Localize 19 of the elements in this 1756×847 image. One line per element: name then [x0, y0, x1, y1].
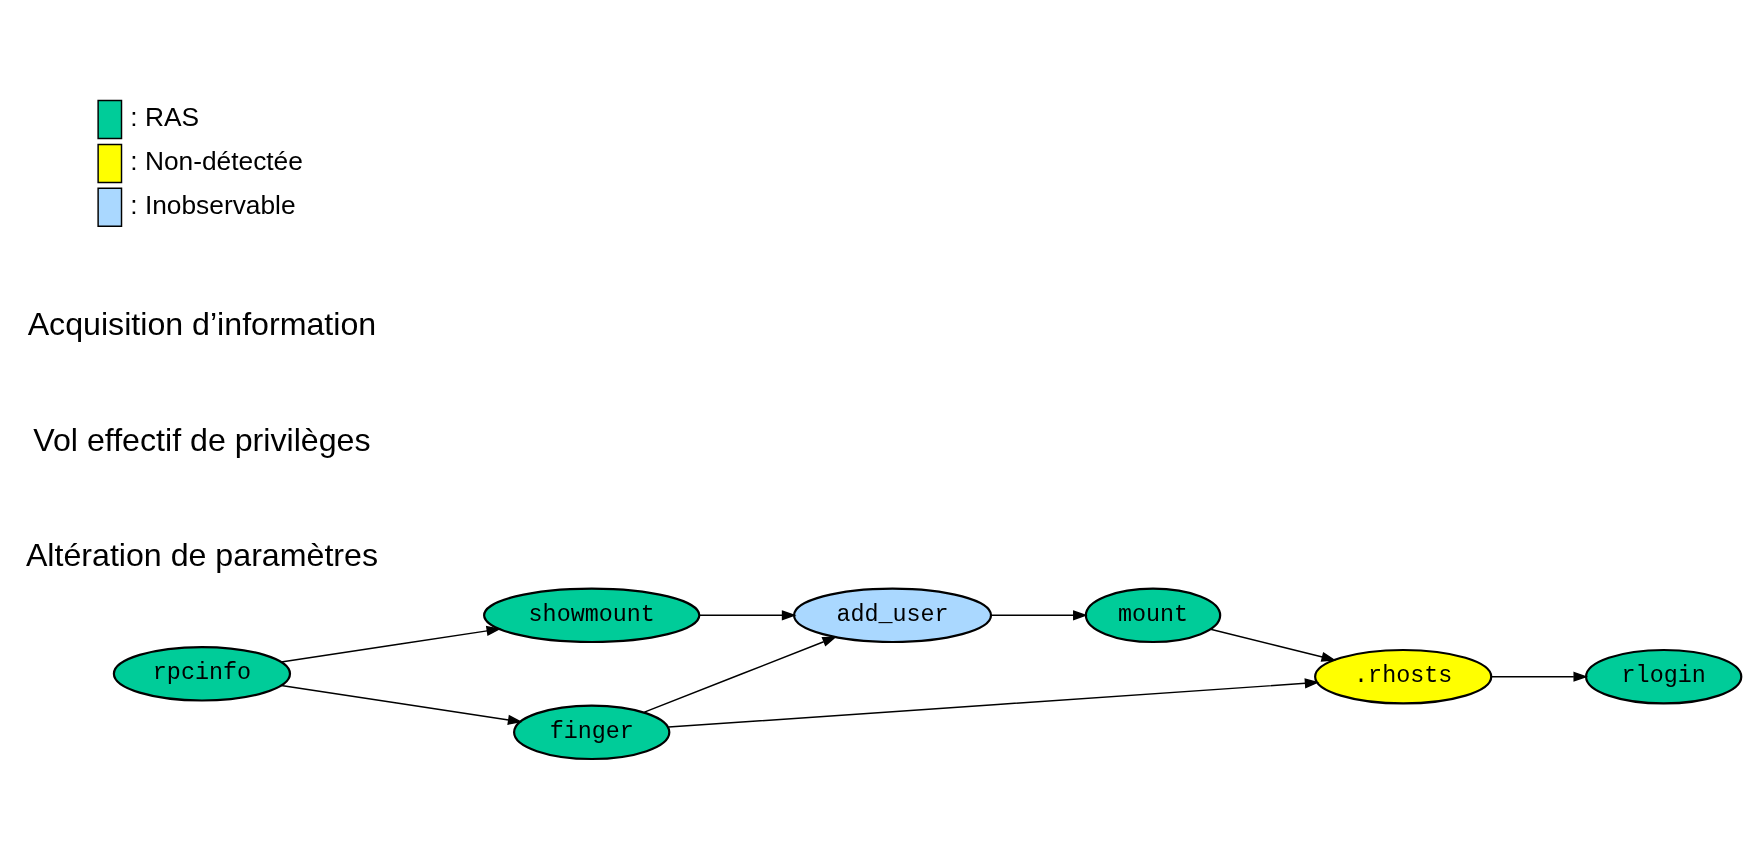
arrow	[1490, 671, 1589, 682]
node-ellipse: add_user	[792, 586, 993, 643]
legend-label: : RAS	[130, 101, 200, 132]
arrow	[280, 625, 502, 663]
node-ellipse: mount	[1084, 586, 1222, 643]
label: Altération de paramètres	[25, 536, 379, 573]
arrow	[698, 609, 797, 620]
node-ellipse: rlogin	[1584, 648, 1743, 704]
label: Acquisition d’information	[27, 305, 377, 342]
legend-label: : Non-détectée	[130, 145, 303, 176]
arrow	[667, 677, 1320, 728]
arrow	[280, 684, 523, 725]
node-ellipse: rpcinfo	[112, 645, 292, 702]
arrow	[1209, 628, 1337, 662]
legend-label: : Inobservable	[130, 189, 296, 220]
arrow	[643, 636, 837, 713]
node-ellipse: finger	[513, 703, 671, 760]
label: Vol effectif de privilèges	[33, 421, 371, 458]
arrow	[990, 609, 1088, 620]
